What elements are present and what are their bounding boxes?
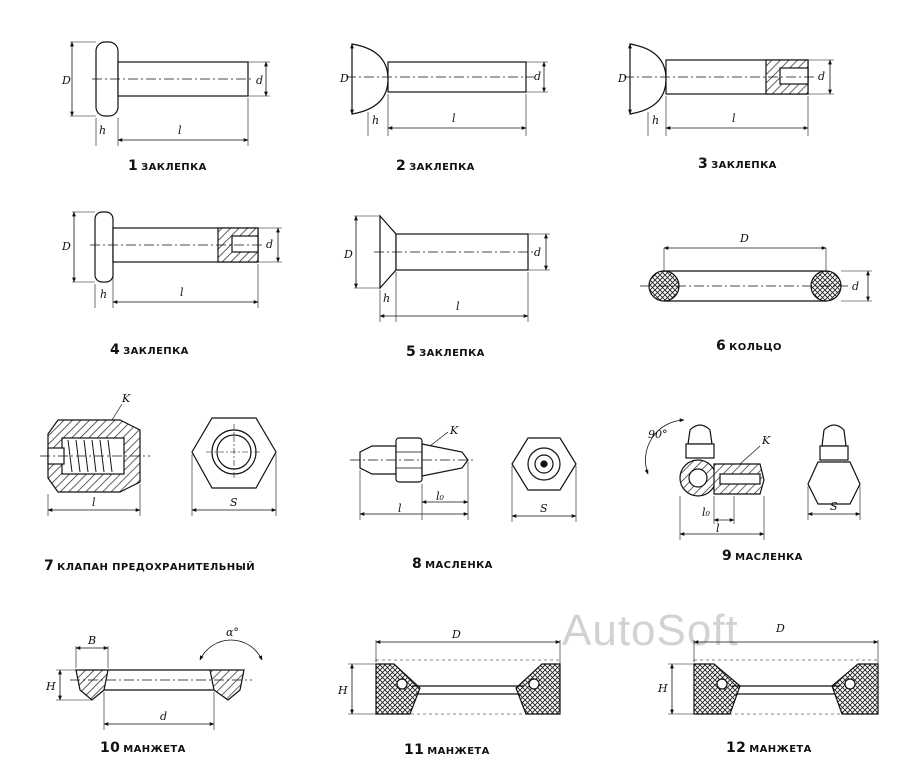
part-1-rivet-flat-head: [70, 41, 270, 146]
part-9-grease-fitting-angled: [644, 418, 861, 540]
dim-8-l0: l₀: [436, 490, 445, 503]
dim-4-d: d: [266, 238, 273, 251]
dim-9-l: l: [716, 522, 720, 535]
dim-6-D: D: [739, 232, 749, 245]
dim-9-l0: l₀: [702, 506, 711, 519]
dim-9-angle: 90°: [648, 428, 668, 441]
caption-3-num: 3: [698, 156, 709, 172]
dim-8-l: l: [398, 502, 402, 515]
watermark: AutoSoft: [562, 606, 739, 655]
dim-10-d: d: [160, 710, 167, 723]
caption-6-num: 6: [716, 338, 727, 354]
caption-11-num: 11: [404, 742, 425, 758]
part-10-lip-seal: [56, 639, 263, 730]
dim-6-d: d: [852, 280, 859, 293]
dim-3-d: d: [818, 70, 825, 83]
dim-7-K: K: [121, 392, 131, 405]
part-2-rivet-round-head: [346, 43, 548, 136]
caption-4-num: 4: [110, 342, 121, 358]
dim-1-l: l: [178, 124, 182, 137]
part-7-safety-valve: [40, 403, 277, 516]
caption-8-num: 8: [412, 556, 423, 572]
caption-5-num: 5: [406, 344, 417, 360]
dim-3-h: h: [652, 114, 659, 127]
caption-1-num: 1: [128, 158, 139, 174]
dim-3-l: l: [732, 112, 736, 125]
caption-9-num: 9: [722, 548, 733, 564]
dim-8-S: S: [540, 502, 548, 515]
dim-12-D: D: [775, 622, 785, 635]
dim-9-S: S: [830, 500, 838, 513]
dim-11-D: D: [451, 628, 461, 641]
caption-2-num: 2: [396, 158, 407, 174]
caption-2-title: ЗАКЛЕПКА: [409, 162, 475, 173]
dim-5-D: D: [343, 248, 353, 261]
dim-4-h: h: [100, 288, 107, 301]
dim-4-D: D: [61, 240, 71, 253]
dim-2-l: l: [452, 112, 456, 125]
part-6-o-ring: [640, 246, 872, 302]
part-11-cuff-metal-case: [348, 640, 561, 715]
dim-5-d: d: [534, 246, 541, 259]
dim-10-B: B: [87, 634, 96, 647]
caption-12-num: 12: [726, 740, 747, 756]
caption-5-title: ЗАКЛЕПКА: [419, 348, 485, 359]
dim-4-l: l: [180, 286, 184, 299]
part-4-rivet-flat-head-hollow: [72, 211, 282, 308]
caption-3-title: ЗАКЛЕПКА: [711, 160, 777, 171]
dim-9-K: K: [761, 434, 771, 447]
dim-5-h: h: [383, 292, 390, 305]
dim-7-S: S: [230, 496, 238, 509]
dim-1-d: d: [256, 74, 263, 87]
dim-12-H: H: [657, 682, 668, 695]
dim-2-D: D: [339, 72, 349, 85]
caption-6-title: КОЛЬЦО: [729, 342, 782, 353]
caption-11-title: МАНЖЕТА: [427, 746, 490, 757]
dim-8-K: K: [449, 424, 459, 437]
dim-11-H: H: [337, 684, 348, 697]
dim-1-D: D: [61, 74, 71, 87]
caption-9-title: МАСЛЕНКА: [735, 552, 803, 563]
caption-1-title: ЗАКЛЕПКА: [141, 162, 207, 173]
part-5-rivet-countersunk: [354, 214, 550, 322]
caption-7-num: 7: [44, 558, 55, 574]
dim-1-h: h: [99, 124, 106, 137]
caption-4-title: ЗАКЛЕПКА: [123, 346, 189, 357]
dim-2-d: d: [534, 70, 541, 83]
part-12-cuff-metal-case: [668, 640, 879, 715]
dim-10-alpha: α°: [226, 626, 239, 639]
caption-10-num: 10: [100, 740, 121, 756]
caption-8-title: МАСЛЕНКА: [425, 560, 493, 571]
dim-3-D: D: [617, 72, 627, 85]
part-8-grease-fitting-straight: [350, 431, 577, 522]
dim-7-l: l: [92, 496, 96, 509]
dimension-labels: D d h l D d h l D d h l D d h l D d h l …: [45, 70, 859, 723]
dim-2-h: h: [372, 114, 379, 127]
dim-5-l: l: [456, 300, 460, 313]
caption-10-title: МАНЖЕТА: [123, 744, 186, 755]
caption-12-title: МАНЖЕТА: [749, 744, 812, 755]
dim-10-H: H: [45, 680, 56, 693]
part-3-rivet-round-head-hollow: [624, 43, 834, 136]
caption-7-title: КЛАПАН ПРЕДОХРАНИТЕЛЬНЫЙ: [57, 562, 256, 573]
